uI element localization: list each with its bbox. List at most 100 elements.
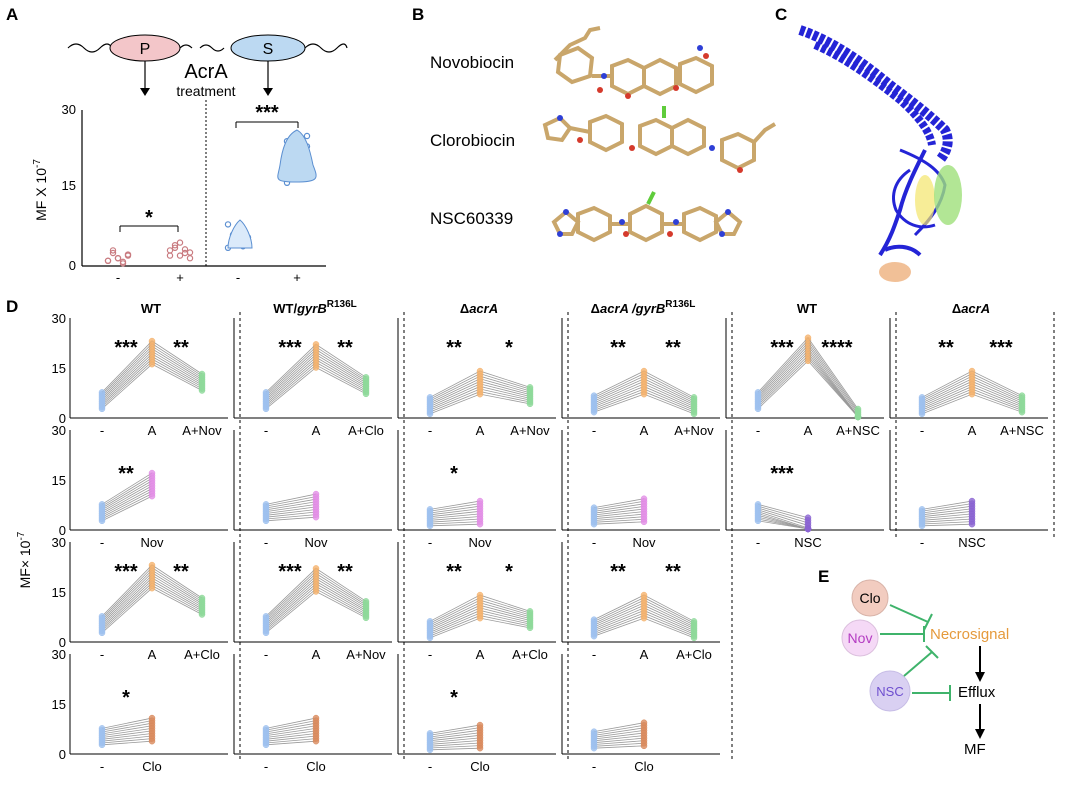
molecule-structure-clorobiocin bbox=[542, 106, 777, 173]
d-data-point bbox=[148, 469, 156, 477]
d-significance-stars: *** bbox=[114, 561, 138, 583]
d-replicate-line bbox=[101, 477, 153, 509]
a-data-point bbox=[224, 221, 232, 228]
header-prefix: Δ bbox=[460, 301, 469, 316]
d-replicate-line bbox=[101, 493, 153, 520]
d-data-point bbox=[476, 497, 484, 505]
header-prefix: Δ bbox=[591, 301, 600, 316]
a-ytick-30: 30 bbox=[62, 102, 76, 117]
d-replicate-line bbox=[593, 737, 645, 744]
d-column-header: WT bbox=[797, 301, 817, 316]
d-replicate-line bbox=[921, 508, 973, 516]
molecule-structure-nsc60339 bbox=[551, 191, 743, 243]
necro-to-efflux-head bbox=[975, 672, 985, 682]
a-points bbox=[104, 132, 311, 267]
d-data-point bbox=[198, 594, 206, 602]
d-ytick: 0 bbox=[59, 747, 66, 762]
d-replicate-line bbox=[593, 511, 645, 518]
d-data-point bbox=[918, 394, 926, 401]
d-replicate-line bbox=[429, 510, 481, 518]
p-wave-line bbox=[67, 43, 113, 53]
d-replicate-line bbox=[757, 509, 809, 526]
d-xtick-label: A+NSC bbox=[836, 423, 880, 438]
a-data-point bbox=[104, 257, 112, 264]
d-replicate-line bbox=[101, 727, 153, 737]
d-replicate-line bbox=[921, 505, 973, 514]
d-replicate-line bbox=[757, 505, 809, 521]
a-xtick-1: - bbox=[116, 270, 120, 285]
d-data-point bbox=[198, 370, 206, 378]
d-data-point bbox=[98, 725, 106, 732]
d-replicate-line bbox=[429, 521, 481, 525]
d-replicate-line bbox=[429, 508, 481, 516]
d-replicate-line bbox=[101, 733, 153, 740]
d-xtick-label: Clo bbox=[306, 759, 326, 774]
d-significance-stars: ** bbox=[337, 337, 353, 359]
d-significance-stars: ** bbox=[610, 337, 626, 359]
d-ytick: 30 bbox=[52, 535, 66, 550]
d-replicate-line bbox=[265, 738, 317, 744]
d-replicate-line bbox=[921, 500, 973, 510]
d-replicate-line bbox=[757, 360, 859, 418]
acra-label: AcrA bbox=[184, 61, 228, 83]
d-replicate-line bbox=[101, 738, 153, 744]
a-data-point bbox=[176, 239, 184, 246]
d-xtick-label: Clo bbox=[142, 759, 162, 774]
d-significance-stars: * bbox=[122, 687, 130, 709]
d-xtick-label: - bbox=[100, 647, 104, 662]
d-replicate-line bbox=[429, 505, 481, 514]
d-ytick: 30 bbox=[52, 311, 66, 326]
d-replicate-line bbox=[265, 496, 317, 507]
d-data-point bbox=[262, 613, 270, 620]
d-data-point bbox=[476, 721, 484, 729]
d-data-point bbox=[426, 394, 434, 401]
p-label: P bbox=[140, 41, 151, 58]
d-replicate-line bbox=[265, 735, 317, 742]
d-replicate-line bbox=[593, 506, 645, 514]
d-replicate-line bbox=[429, 732, 481, 740]
d-column-header: WT/gyrBR136L bbox=[273, 299, 356, 316]
d-data-point bbox=[476, 367, 484, 375]
d-replicate-line bbox=[101, 472, 153, 505]
d-xtick-label: A+Nov bbox=[346, 647, 386, 662]
d-ytick: 15 bbox=[52, 473, 66, 488]
header-gene: acrA /gyrB bbox=[600, 301, 665, 316]
d-replicate-line bbox=[265, 740, 317, 746]
d-replicate-line bbox=[429, 523, 481, 527]
molecule-label-2: Clorobiocin bbox=[430, 131, 515, 150]
d-replicate-line bbox=[593, 508, 645, 516]
d-data-point bbox=[968, 367, 976, 375]
nov-node bbox=[841, 619, 879, 657]
d-replicate-line bbox=[593, 516, 645, 521]
d-xtick-label: - bbox=[428, 423, 432, 438]
d-significance-stars: ** bbox=[938, 337, 954, 359]
header-allele: R136L bbox=[327, 299, 357, 310]
d-replicate-line bbox=[265, 717, 317, 729]
a-xtick-3: - bbox=[236, 270, 240, 285]
header-allele: R136L bbox=[665, 299, 695, 310]
clo-node bbox=[851, 579, 889, 617]
d-significance-stars: *** bbox=[114, 337, 138, 359]
d-replicate-line bbox=[593, 724, 645, 734]
d-ytick: 15 bbox=[52, 585, 66, 600]
d-replicate-line bbox=[265, 511, 317, 518]
header-gene: gyrB bbox=[296, 301, 327, 316]
d-xtick-label: - bbox=[100, 535, 104, 550]
d-data-point bbox=[590, 616, 598, 623]
d-ylabel: MF× 10-7 bbox=[16, 531, 33, 588]
d-replicate-line bbox=[593, 745, 645, 749]
d-column-header: ΔacrA /gyrBR136L bbox=[591, 299, 696, 316]
d-replicate-line bbox=[429, 737, 481, 743]
d-significance-stars: *** bbox=[278, 561, 302, 583]
d-replicate-line bbox=[921, 513, 973, 519]
d-replicate-line bbox=[101, 488, 153, 516]
a-data-point bbox=[166, 247, 174, 254]
d-xtick-label: A bbox=[148, 647, 157, 662]
a-stars-left: * bbox=[145, 207, 153, 229]
d-ytick: 15 bbox=[52, 697, 66, 712]
d-xtick-label: A+NSC bbox=[1000, 423, 1044, 438]
d-xtick-label: A bbox=[476, 647, 485, 662]
d-replicate-line bbox=[593, 500, 645, 510]
d-data-point bbox=[640, 495, 648, 502]
